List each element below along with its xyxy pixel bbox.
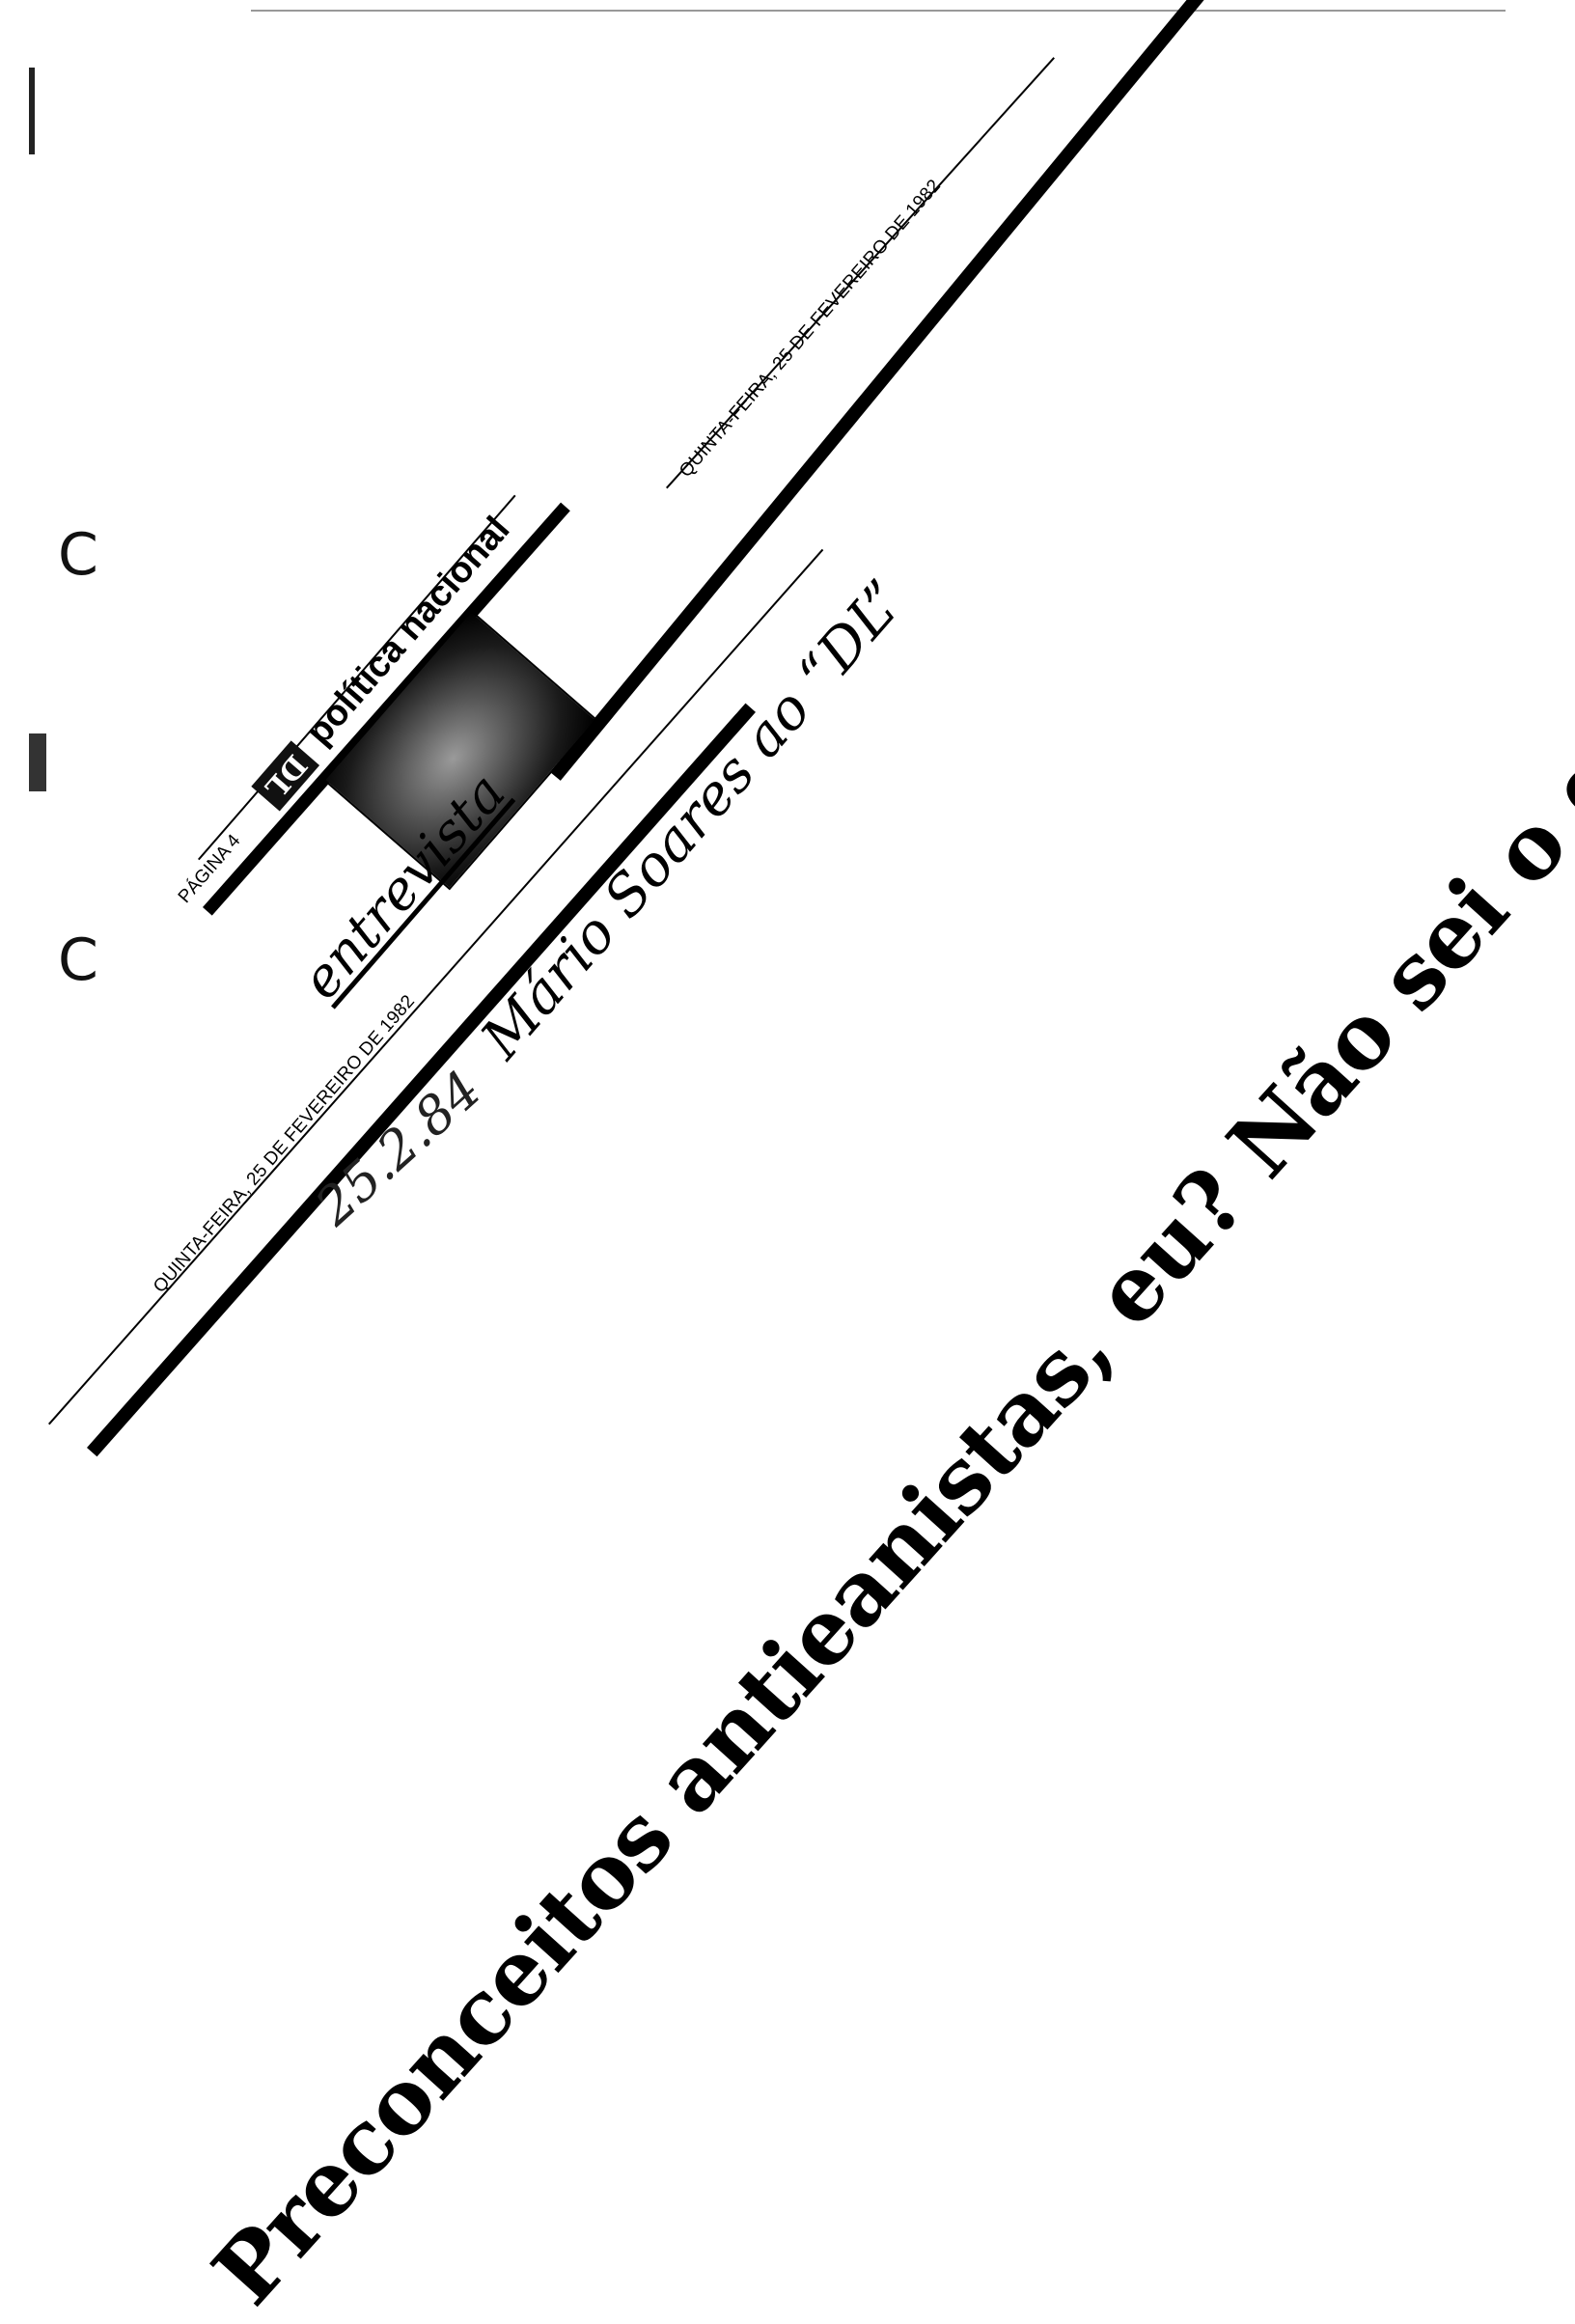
byline: Mário Soares ao “DL” <box>468 567 918 1071</box>
punch-hole-mark-bottom: C <box>58 927 98 994</box>
punch-hole-mark-top: C <box>58 521 98 589</box>
scan-speck-mid-left <box>29 733 46 791</box>
scan-top-edge <box>251 10 1506 12</box>
date-line-right: QUINTA-FEIRA, 25 DE FEVEREIRO DE 1982 <box>676 176 946 482</box>
thick-rule-right <box>550 0 1242 781</box>
page-number: PÁGINA 4 <box>174 830 245 907</box>
scan-speck-top-left <box>29 68 35 154</box>
